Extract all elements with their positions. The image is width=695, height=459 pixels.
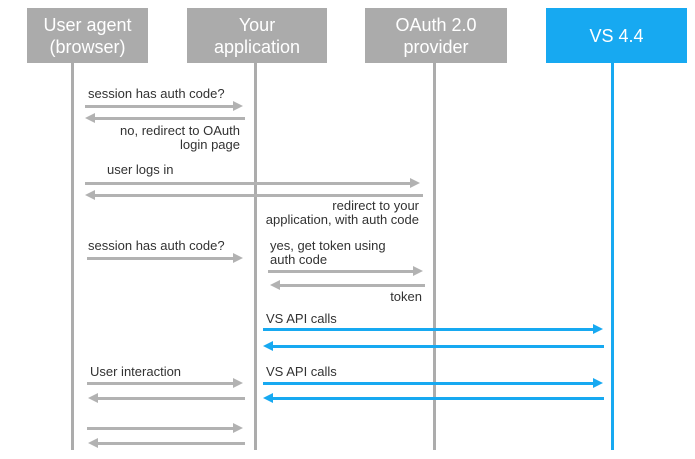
arrow-get-token bbox=[268, 270, 414, 273]
label-token: token bbox=[390, 289, 422, 304]
arrow-user-logs-in bbox=[85, 182, 411, 185]
arrow-interaction-2-head bbox=[233, 423, 243, 433]
actor-user-agent-box: User agent (browser) bbox=[27, 8, 148, 63]
actor-user-agent-lifeline bbox=[71, 63, 74, 450]
actor-your-application-lifeline bbox=[254, 63, 257, 450]
actor-oauth-provider-box: OAuth 2.0 provider bbox=[365, 8, 507, 63]
label-redirect-with-auth-code: redirect to your application, with auth … bbox=[265, 198, 419, 227]
actor-your-application-box: Your application bbox=[187, 8, 327, 63]
arrow-vs-api-return-2 bbox=[272, 397, 604, 400]
label-user-interaction: User interaction bbox=[90, 364, 182, 379]
arrow-interaction-2 bbox=[87, 427, 234, 430]
arrow-vs-api-return-1-head bbox=[263, 341, 273, 351]
arrow-session-query-1-head bbox=[233, 101, 243, 111]
label-session-has-auth-code-2: session has auth code? bbox=[88, 238, 225, 253]
arrow-session-query-1 bbox=[85, 105, 234, 108]
arrow-redirect-auth-code-head bbox=[85, 190, 95, 200]
arrow-user-logs-in-head bbox=[410, 178, 420, 188]
arrow-vs-api-call-2 bbox=[263, 382, 594, 385]
arrow-token-return-head bbox=[270, 280, 280, 290]
arrow-session-query-2 bbox=[87, 257, 234, 260]
arrow-redirect-login-head bbox=[85, 113, 95, 123]
arrow-redirect-login bbox=[94, 117, 245, 120]
arrow-vs-api-return-2-head bbox=[263, 393, 273, 403]
label-vs-api-calls-2: VS API calls bbox=[266, 364, 337, 379]
arrow-vs-api-call-2-head bbox=[593, 378, 603, 388]
arrow-vs-api-call-1 bbox=[263, 328, 594, 331]
label-no-redirect-oauth: no, redirect to OAuth login page bbox=[120, 123, 240, 152]
arrow-interaction-return-head bbox=[88, 393, 98, 403]
label-yes-get-token: yes, get token using auth code bbox=[270, 238, 386, 267]
arrow-get-token-head bbox=[413, 266, 423, 276]
actor-vs-44-box: VS 4.4 bbox=[546, 8, 687, 63]
arrow-vs-api-return-1 bbox=[272, 345, 604, 348]
arrow-vs-api-call-1-head bbox=[593, 324, 603, 334]
arrow-redirect-auth-code bbox=[94, 194, 423, 197]
arrow-user-interaction-head bbox=[233, 378, 243, 388]
actor-oauth-provider-lifeline bbox=[433, 63, 436, 450]
arrow-session-query-2-head bbox=[233, 253, 243, 263]
arrow-interaction-return-2 bbox=[97, 442, 245, 445]
label-user-logs-in: user logs in bbox=[107, 162, 174, 177]
arrow-interaction-return-2-head bbox=[88, 438, 98, 448]
arrow-user-interaction bbox=[87, 382, 234, 385]
label-vs-api-calls-1: VS API calls bbox=[266, 311, 337, 326]
arrow-token-return bbox=[279, 284, 425, 287]
arrow-interaction-return bbox=[97, 397, 245, 400]
label-session-has-auth-code-1: session has auth code? bbox=[88, 86, 225, 101]
actor-vs-44-lifeline bbox=[611, 63, 614, 450]
